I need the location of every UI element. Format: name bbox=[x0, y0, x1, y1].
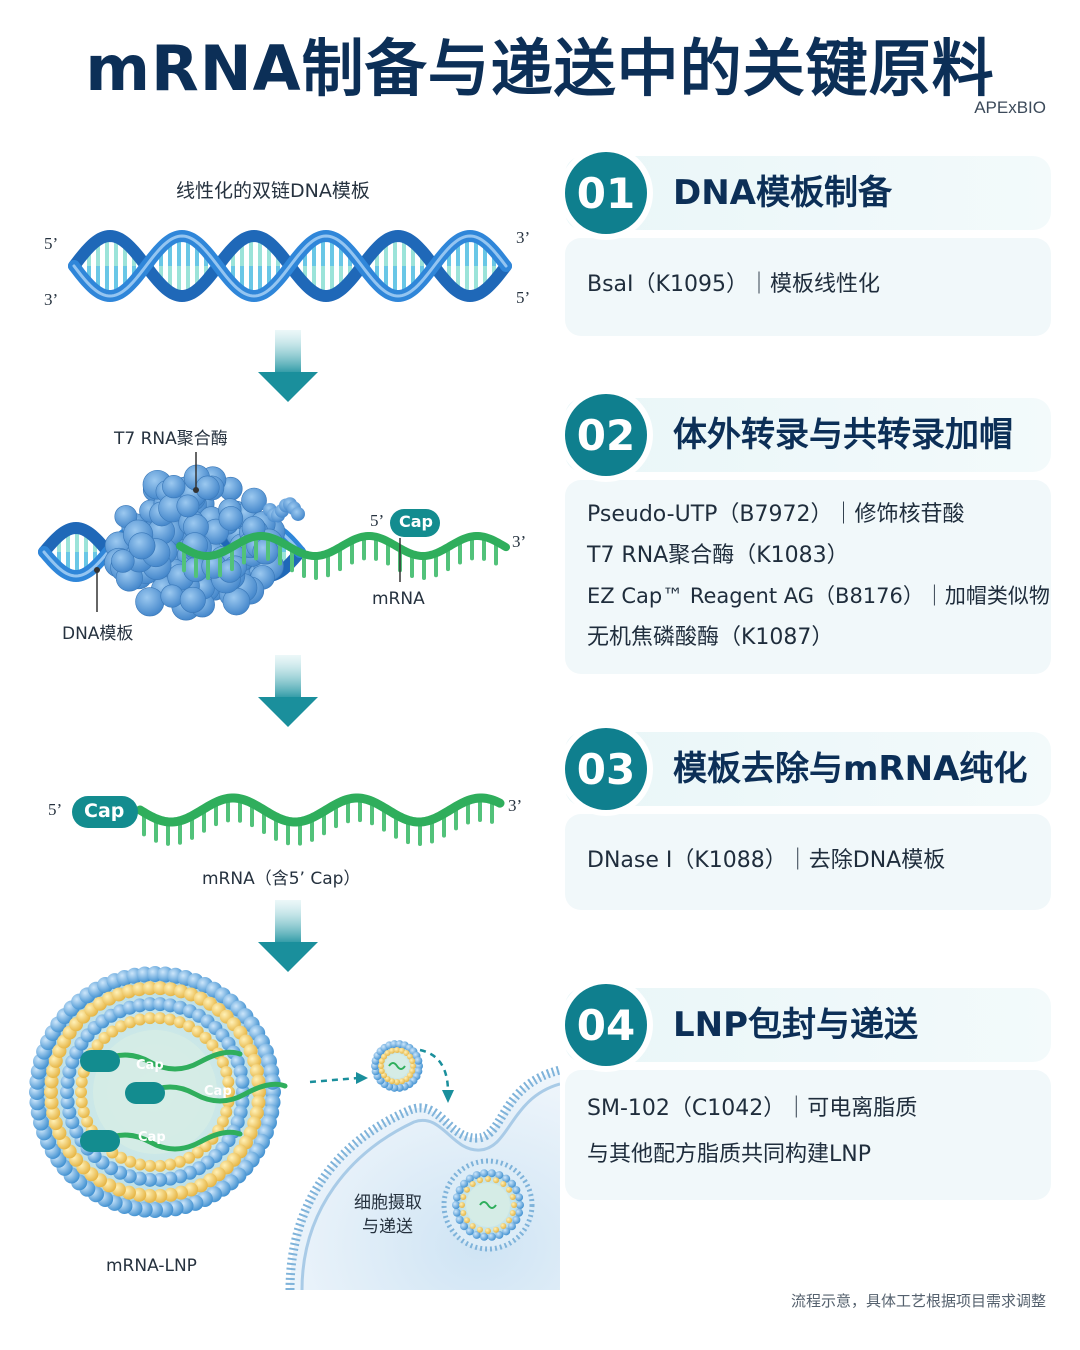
lnp-particle bbox=[29, 966, 288, 1218]
step-1-header: 01 DNA模板制备 bbox=[565, 152, 1051, 234]
down-arrow-2 bbox=[258, 655, 318, 727]
process-diagram bbox=[29, 229, 560, 1291]
lnp-cap-label: Cap bbox=[138, 1130, 166, 1145]
cap-label: Cap bbox=[84, 800, 125, 822]
cap-badge-icon bbox=[390, 509, 440, 537]
step-3-card: 03 模板去除与mRNA纯化 DNase I（K1088）｜去除DNA模板 bbox=[565, 728, 1051, 910]
t7-polymerase-label: T7 RNA聚合酶 bbox=[114, 429, 228, 449]
step-1-title: DNA模板制备 bbox=[673, 173, 892, 213]
dna-template-label: DNA模板 bbox=[62, 624, 134, 644]
step-2-line: 无机焦磷酸酶（K1087） bbox=[587, 625, 834, 650]
step-4-line: 与其他配方脂质共同构建LNP bbox=[587, 1142, 871, 1167]
cap-badge-icon bbox=[72, 796, 138, 828]
mrna-label: mRNA bbox=[372, 589, 425, 609]
capped-mrna-3prime: 3’ bbox=[508, 796, 523, 815]
small-lnp-icon bbox=[371, 1040, 423, 1092]
step-4-title: LNP包封与递送 bbox=[673, 1005, 919, 1045]
step-1-card: 01 DNA模板制备 BsaI（K1095）｜模板线性化 bbox=[565, 152, 1051, 336]
lnp-cap-label: Cap bbox=[136, 1058, 164, 1073]
step-2-header: 02 体外转录与共转录加帽 bbox=[565, 394, 1051, 476]
step-2-body: Pseudo-UTP（B7972）｜修饰核苷酸 T7 RNA聚合酶（K1083）… bbox=[565, 480, 1051, 674]
dna-label: 线性化的双链DNA模板 bbox=[176, 180, 370, 202]
step-2-number: 02 bbox=[565, 394, 647, 476]
mrna-5prime: 5’ bbox=[370, 511, 385, 530]
lnp-cap-label: Cap bbox=[204, 1084, 232, 1099]
transcription-mrna bbox=[176, 532, 510, 580]
step-1-line: BsaI（K1095）｜模板线性化 bbox=[587, 272, 880, 297]
step-2-line: Pseudo-UTP（B7972）｜修饰核苷酸 bbox=[587, 502, 965, 527]
dna-3prime-bottom: 3’ bbox=[44, 290, 59, 309]
step-4-header: 04 LNP包封与递送 bbox=[565, 984, 1051, 1066]
down-arrow-3 bbox=[258, 900, 318, 972]
endosome-lnp-icon bbox=[441, 1158, 535, 1252]
step-3-title: 模板去除与mRNA纯化 bbox=[673, 749, 1028, 789]
step-1-number: 01 bbox=[565, 152, 647, 234]
capped-mrna-5prime: 5’ bbox=[48, 800, 63, 819]
step-4-line: SM-102（C1042）｜可电离脂质 bbox=[587, 1096, 918, 1121]
uptake-label-line2: 与递送 bbox=[362, 1217, 413, 1237]
down-arrow-1 bbox=[258, 330, 318, 402]
mrna-3prime: 3’ bbox=[512, 532, 527, 551]
step-4-number: 04 bbox=[565, 984, 647, 1066]
capped-mrna bbox=[135, 793, 505, 846]
cap-label: Cap bbox=[399, 512, 433, 531]
step-3-line: DNase I（K1088）｜去除DNA模板 bbox=[587, 848, 946, 873]
step-2-line: T7 RNA聚合酶（K1083） bbox=[587, 543, 849, 568]
step-2-card: 02 体外转录与共转录加帽 Pseudo-UTP（B7972）｜修饰核苷酸 T7… bbox=[565, 394, 1051, 674]
step-4-card: 04 LNP包封与递送 SM-102（C1042）｜可电离脂质 与其他配方脂质共… bbox=[565, 984, 1051, 1200]
step-2-title: 体外转录与共转录加帽 bbox=[673, 415, 1013, 455]
dna-5prime-top: 5’ bbox=[44, 234, 59, 253]
capped-mrna-label: mRNA（含5’ Cap） bbox=[202, 869, 361, 889]
step-3-number: 03 bbox=[565, 728, 647, 810]
dna-helix-1 bbox=[68, 229, 512, 303]
step-2-line: EZ Cap™ Reagent AG（B8176）｜加帽类似物 bbox=[587, 584, 1050, 608]
footnote: 流程示意，具体工艺根据项目需求调整 bbox=[790, 1292, 1046, 1310]
t7-polymerase-icon bbox=[104, 464, 305, 621]
brand-label: APExBIO bbox=[974, 98, 1046, 117]
dna-3prime-top: 3’ bbox=[516, 228, 531, 247]
lnp-label: mRNA-LNP bbox=[106, 1256, 197, 1276]
step-3-header: 03 模板去除与mRNA纯化 bbox=[565, 728, 1051, 810]
dna-5prime-bottom: 5’ bbox=[516, 288, 531, 307]
uptake-arrow-icon bbox=[309, 1076, 359, 1084]
step-4-body: SM-102（C1042）｜可电离脂质 与其他配方脂质共同构建LNP bbox=[565, 1070, 1051, 1200]
step-3-body: DNase I（K1088）｜去除DNA模板 bbox=[565, 814, 1051, 910]
step-1-body: BsaI（K1095）｜模板线性化 bbox=[565, 238, 1051, 336]
page-title: mRNA制备与递送中的关键原料 bbox=[85, 32, 995, 105]
uptake-label-line1: 细胞摄取 bbox=[354, 1193, 422, 1213]
